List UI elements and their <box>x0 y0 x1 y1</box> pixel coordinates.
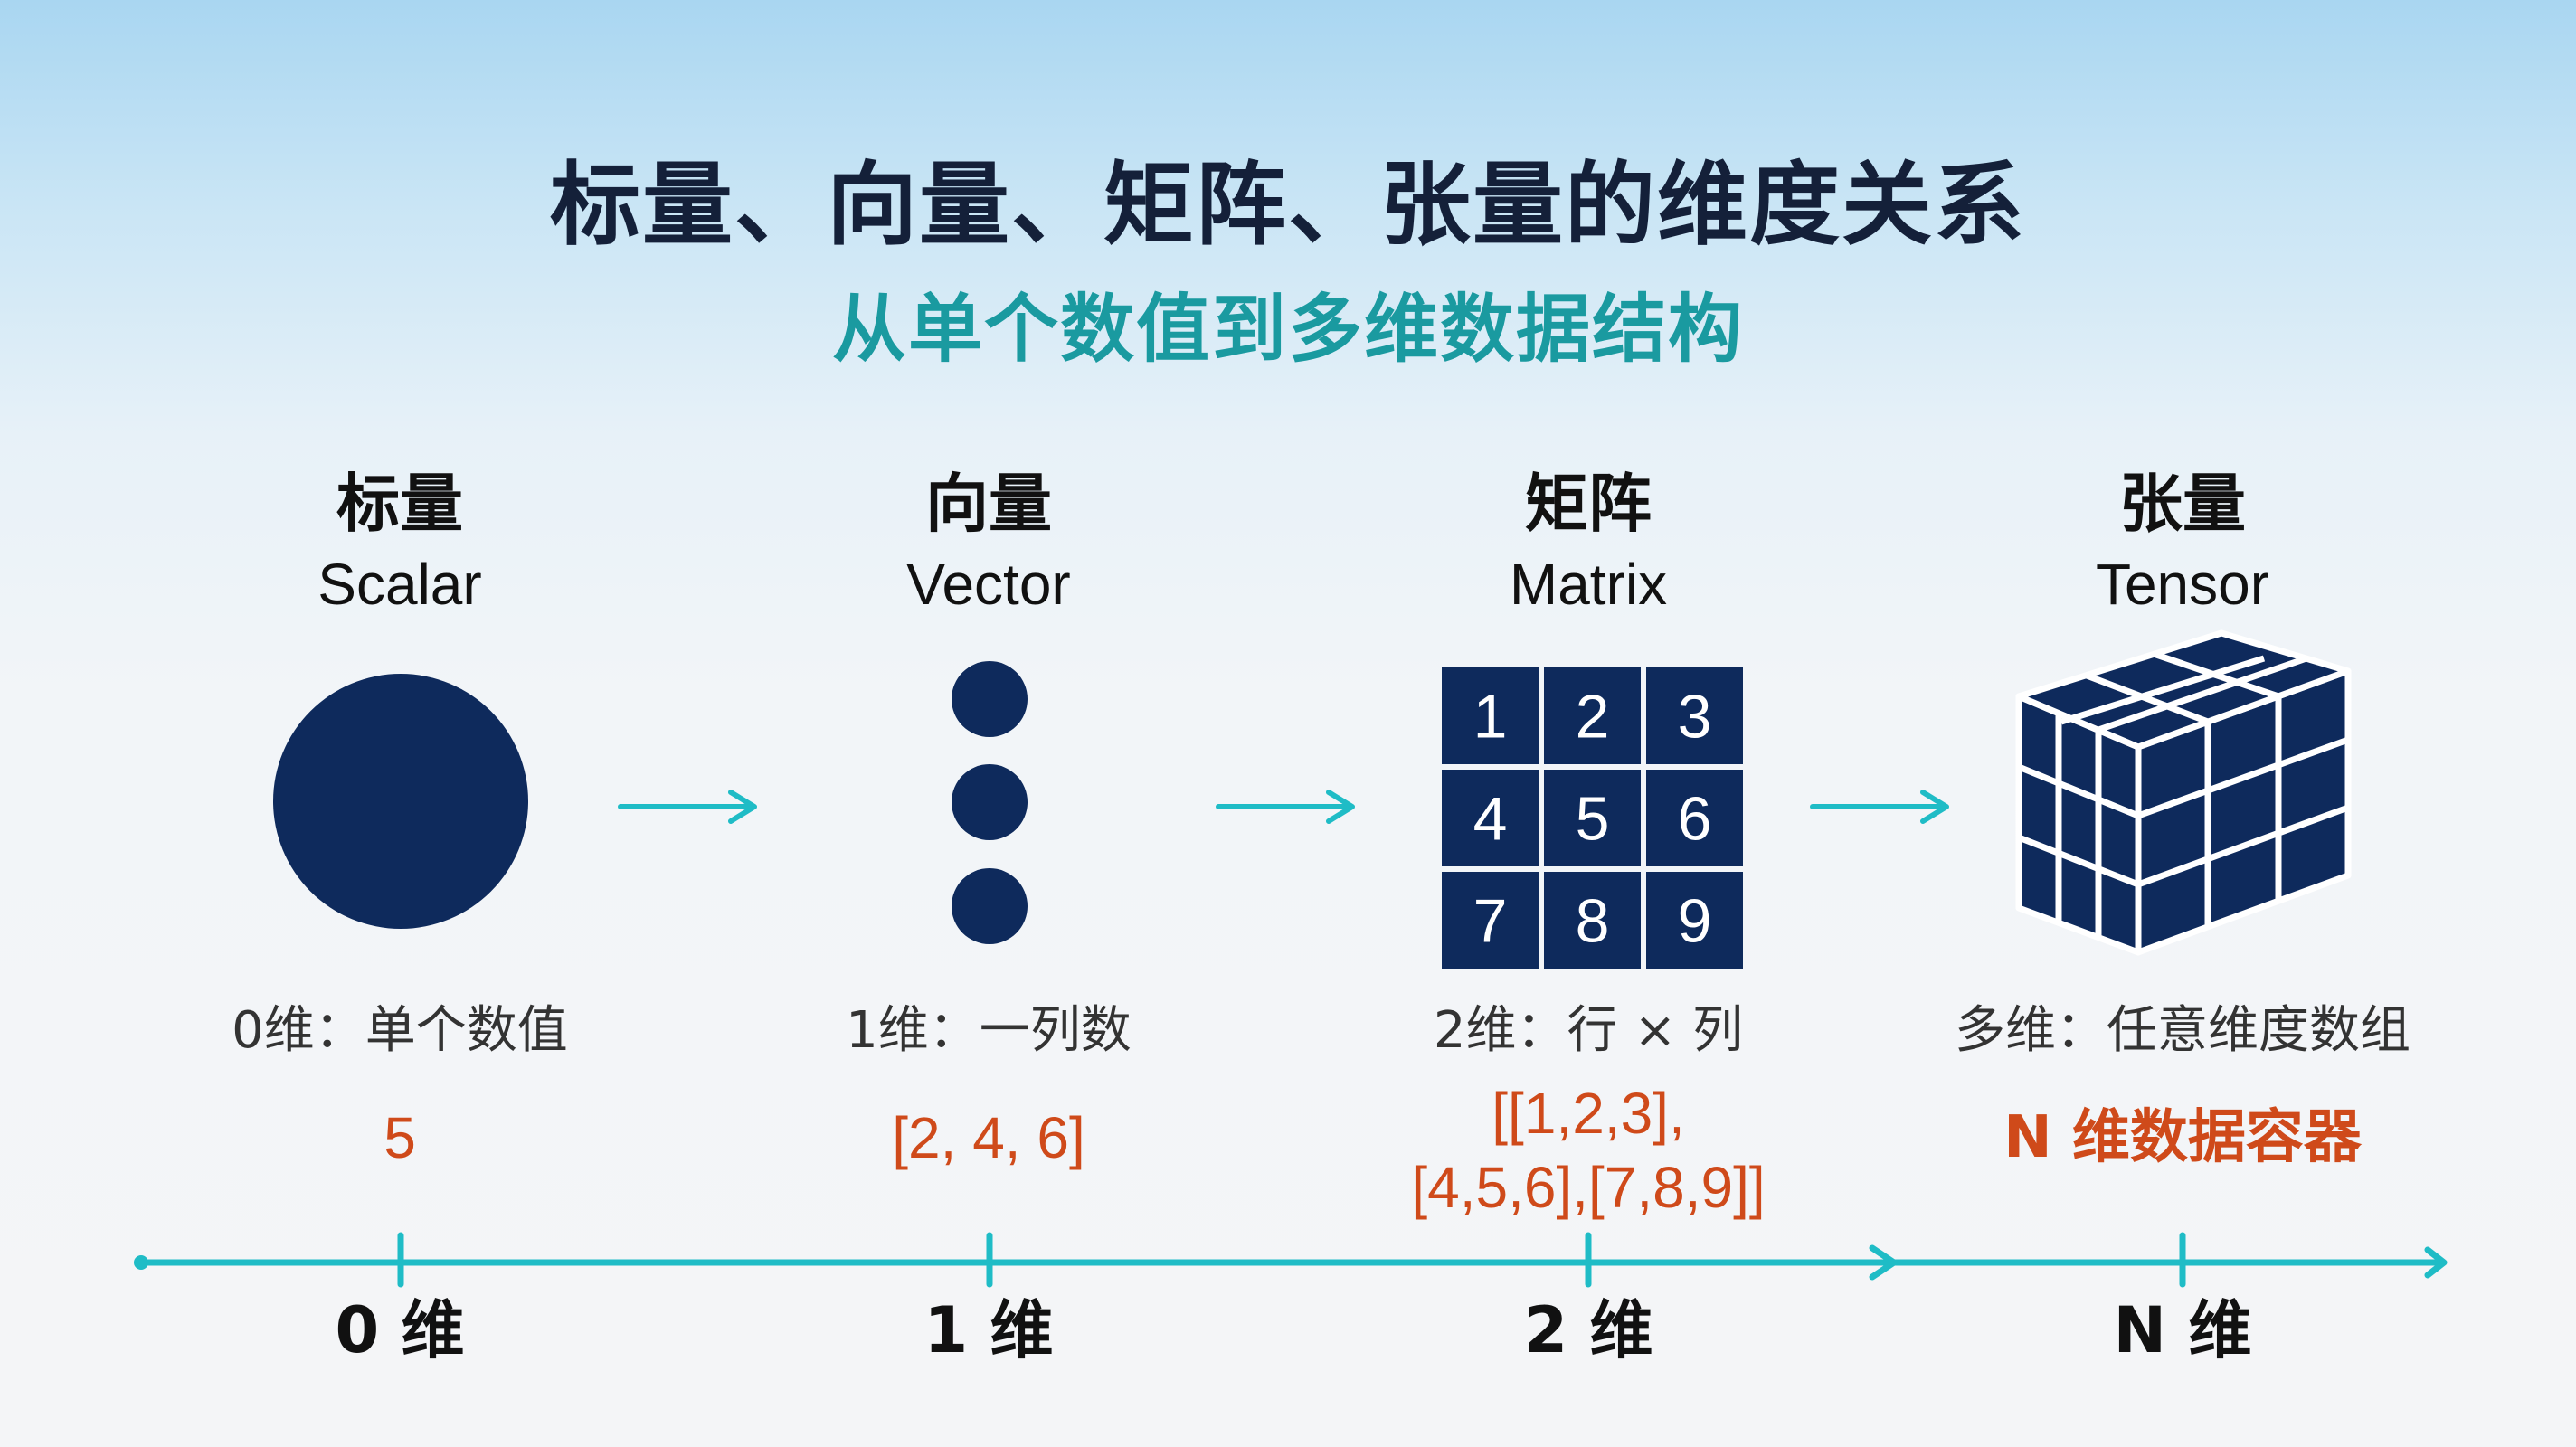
tensor-title-en: Tensor <box>2095 552 2270 617</box>
arrow-right-icon <box>618 790 757 824</box>
arrow-right-icon <box>1810 790 1949 824</box>
matrix-cell-value: 5 <box>1576 785 1610 854</box>
matrix-cell-value: 7 <box>1473 887 1508 956</box>
matrix-cell <box>1646 667 1743 764</box>
matrix-title-zh: 矩阵 <box>1525 467 1652 541</box>
matrix-cell-value: 9 <box>1678 887 1712 956</box>
tensor-cube-icon <box>2015 629 2352 956</box>
vector-description: 1维：一列数 <box>846 1001 1132 1060</box>
page-title: 标量、向量、矩阵、张量的维度关系 <box>550 152 2026 258</box>
axis-label-2d: 2 维 <box>1523 1293 1653 1367</box>
scalar-title-zh: 标量 <box>336 467 463 541</box>
page-subtitle: 从单个数值到多维数据结构 <box>831 287 1744 373</box>
vector-title-zh: 向量 <box>925 467 1052 541</box>
matrix-cell-value: 3 <box>1678 683 1712 752</box>
matrix-example: [[1,2,3], [4,5,6],[7,8,9]] <box>1272 1076 1905 1225</box>
matrix-cell-value: 4 <box>1473 785 1508 854</box>
matrix-cell <box>1442 667 1539 764</box>
matrix-cell-value: 2 <box>1576 683 1610 752</box>
matrix-cell-value: 1 <box>1473 683 1508 752</box>
matrix-cell-value: 8 <box>1576 887 1610 956</box>
matrix-example-line1: [[1,2,3], <box>1492 1081 1685 1146</box>
tensor-description: 多维：任意维度数组 <box>1955 1001 2410 1060</box>
tensor-title-zh: 张量 <box>2119 467 2246 541</box>
matrix-example-line2: [4,5,6],[7,8,9]] <box>1411 1155 1766 1220</box>
matrix-cell <box>1442 872 1539 969</box>
vector-example: [2, 4, 6] <box>892 1105 1085 1170</box>
matrix-cell <box>1442 770 1539 866</box>
dimension-axis <box>137 1232 2448 1288</box>
matrix-cell <box>1646 770 1743 866</box>
axis-start-dot <box>134 1255 148 1270</box>
matrix-cell-value: 6 <box>1678 785 1712 854</box>
vector-dot-column-icon <box>952 661 1028 944</box>
axis-label-0d: 0 维 <box>335 1293 465 1367</box>
matrix-title-en: Matrix <box>1509 552 1668 617</box>
arrow-right-icon <box>1216 790 1355 824</box>
tensor-example: N 维数据容器 <box>2003 1104 2362 1171</box>
scalar-title-en: Scalar <box>317 552 482 617</box>
matrix-cell <box>1544 872 1641 969</box>
axis-label-1d: 1 维 <box>923 1293 1054 1367</box>
scalar-example: 5 <box>384 1105 416 1170</box>
matrix-description: 2维：行 × 列 <box>1433 1001 1744 1060</box>
vector-title-en: Vector <box>906 552 1071 617</box>
axis-label-nd: N 维 <box>2113 1293 2252 1367</box>
scalar-circle-icon <box>273 674 528 929</box>
matrix-cell <box>1544 667 1641 764</box>
matrix-cell <box>1646 872 1743 969</box>
scalar-description: 0维：单个数值 <box>232 1001 568 1060</box>
matrix-cell <box>1544 770 1641 866</box>
